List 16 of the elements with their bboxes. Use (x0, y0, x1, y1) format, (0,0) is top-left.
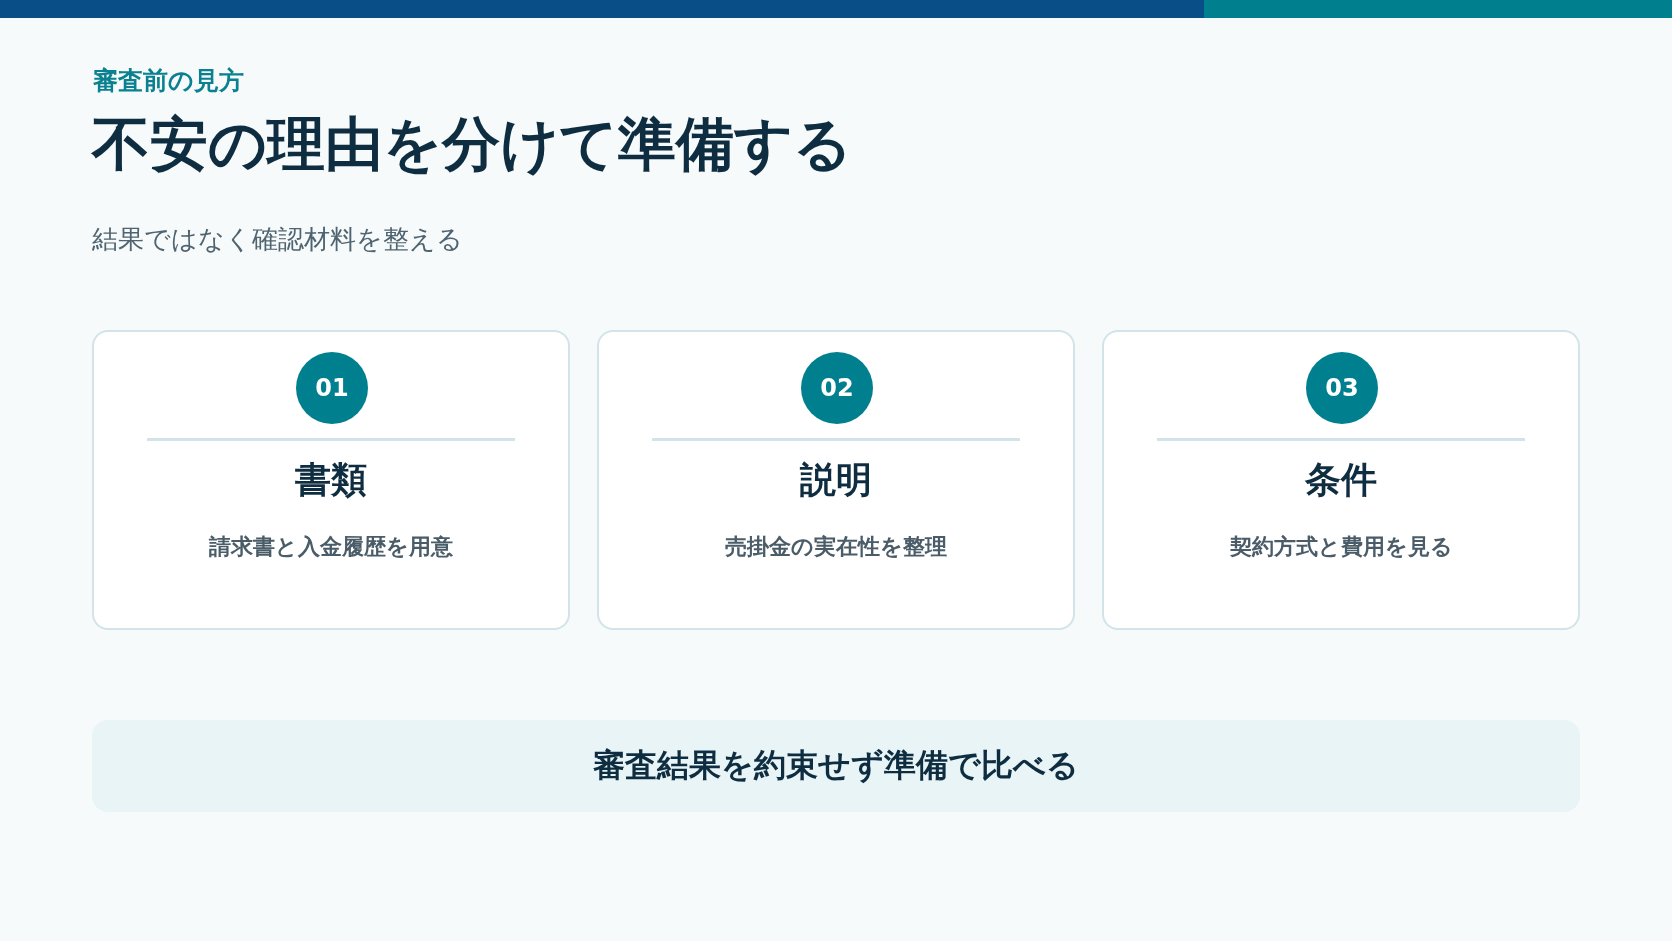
title: 不安の理由を分けて準備する (92, 110, 852, 180)
card-heading: 条件 (1304, 458, 1378, 502)
eyebrow-label: 審査前の見方 (93, 65, 244, 97)
card-description: 売掛金の実在性を整理 (724, 533, 948, 561)
step-number: 03 (1306, 352, 1378, 424)
card-description: 契約方式と費用を見る (1228, 533, 1454, 561)
step-card (597, 330, 1075, 630)
card-heading: 書類 (294, 458, 368, 502)
summary-banner: 審査結果を約束せず準備で比べる (92, 720, 1580, 812)
card-description: 請求書と入金履歴を用意 (208, 533, 454, 561)
step-card (92, 330, 570, 630)
card-heading: 説明 (799, 458, 873, 502)
step-number: 02 (801, 352, 873, 424)
step-number: 01 (296, 352, 368, 424)
subtitle: 結果ではなく確認材料を整える (92, 223, 463, 256)
step-card (1102, 330, 1580, 630)
